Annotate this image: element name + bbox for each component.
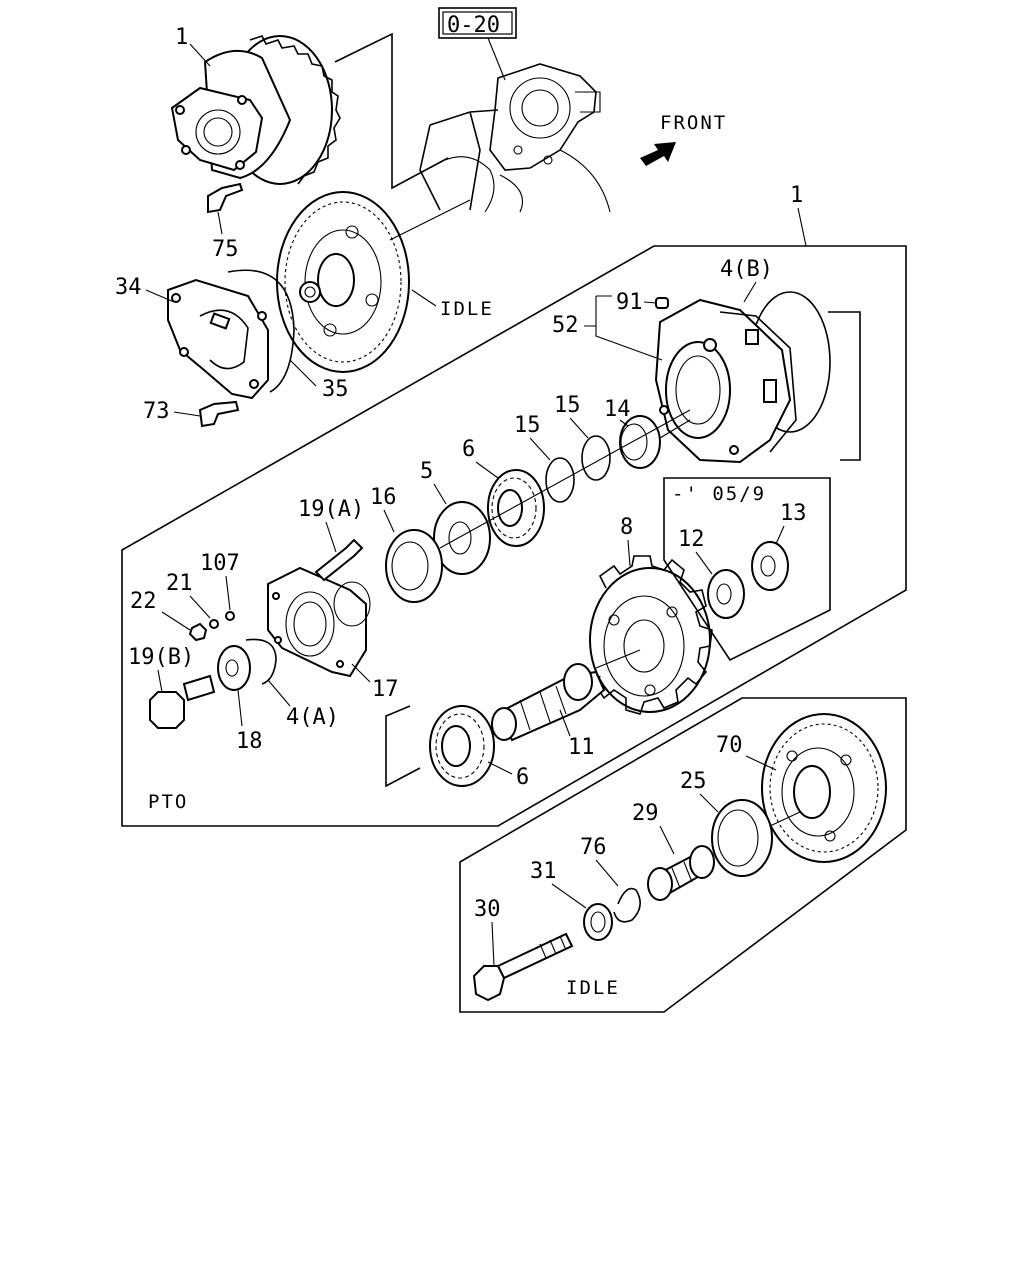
needle-bearing-25 [711, 799, 801, 877]
pto-shaft-11 [491, 649, 641, 742]
callout-76: 76 [580, 835, 607, 860]
callout-15-a: 15 [554, 393, 581, 418]
callout-31: 31 [530, 859, 557, 884]
callout-8: 8 [620, 515, 633, 540]
pto-gear-8 [589, 555, 713, 715]
callout-6-lower: 6 [516, 765, 529, 790]
callout-70: 70 [716, 733, 743, 758]
pto-assembly-top [170, 35, 341, 185]
callout-12: 12 [678, 527, 705, 552]
callout-16: 16 [370, 485, 397, 510]
callout-19a: 19(A) [298, 497, 364, 522]
o-ring-35 [227, 269, 295, 393]
idle-gear-top [276, 191, 471, 373]
callout-75: 75 [212, 237, 239, 262]
idle-label-top: IDLE [440, 298, 494, 320]
callout-5: 5 [420, 459, 433, 484]
idle-shaft-29 [647, 845, 715, 901]
callout-13: 13 [780, 501, 807, 526]
o-ring-4a [245, 638, 277, 685]
idle-section-frame [459, 697, 907, 1013]
shim-13 [751, 541, 789, 591]
washer-5 [433, 501, 491, 575]
bolt-75 [207, 182, 244, 214]
callout-29: 29 [632, 801, 659, 826]
callout-30: 30 [474, 897, 501, 922]
snap-ring-15-a [581, 435, 611, 481]
callout-34: 34 [115, 275, 142, 300]
callout-25: 25 [680, 769, 707, 794]
callout-52: 52 [552, 313, 579, 338]
pin-91 [655, 297, 669, 309]
snap-ring-15-b [545, 457, 575, 503]
bolt-19b [149, 674, 216, 729]
date-note-label: -' 05/9 [672, 483, 766, 505]
callout-35: 35 [322, 377, 349, 402]
callout-22: 22 [130, 589, 157, 614]
callout-11: 11 [568, 735, 595, 760]
washer-31 [583, 903, 613, 941]
callout-19b: 19(B) [128, 645, 194, 670]
engine-housing-sketch [419, 63, 611, 213]
washer-107 [225, 611, 235, 621]
callout-4a: 4(A) [286, 705, 339, 730]
sleeve-14 [619, 415, 691, 469]
callout-18: 18 [236, 729, 263, 754]
reference-box: 0-20 [438, 7, 517, 81]
idle-label-bottom: IDLE [566, 977, 620, 999]
pto-section-frame [121, 245, 907, 827]
spacer-18 [217, 645, 251, 691]
front-label: FRONT [660, 112, 727, 134]
reference-box-label: 0-20 [447, 13, 500, 38]
callout-17: 17 [372, 677, 399, 702]
callout-1-right: 1 [790, 183, 803, 208]
washer-21 [209, 619, 219, 629]
callout-21: 21 [166, 571, 193, 596]
bolt-30 [472, 932, 574, 1002]
idle-gear-70 [761, 713, 887, 863]
snap-ring-76 [613, 887, 641, 923]
nut-22 [188, 622, 208, 642]
date-note-box [663, 477, 831, 662]
bolt-73 [198, 400, 240, 428]
front-direction-indicator: FRONT [640, 112, 727, 166]
housing-4b [654, 291, 831, 464]
oil-seal-16 [385, 529, 443, 603]
callout-107: 107 [200, 551, 240, 576]
front-arrow-icon [640, 142, 676, 166]
callout-1-top: 1 [175, 25, 188, 50]
callout-4b: 4(B) [720, 257, 773, 282]
bolt-19a [314, 538, 364, 582]
ball-bearing-6-upper [487, 469, 545, 547]
callout-6-upper: 6 [462, 437, 475, 462]
callout-73: 73 [143, 399, 170, 424]
callout-91: 91 [616, 290, 643, 315]
pto-label: PTO [148, 791, 188, 813]
callout-14: 14 [604, 397, 631, 422]
cover-34 [167, 278, 269, 400]
flange-17 [267, 566, 371, 678]
shim-12 [707, 569, 745, 619]
callout-15-b: 15 [514, 413, 541, 438]
ball-bearing-6-lower [429, 705, 495, 787]
